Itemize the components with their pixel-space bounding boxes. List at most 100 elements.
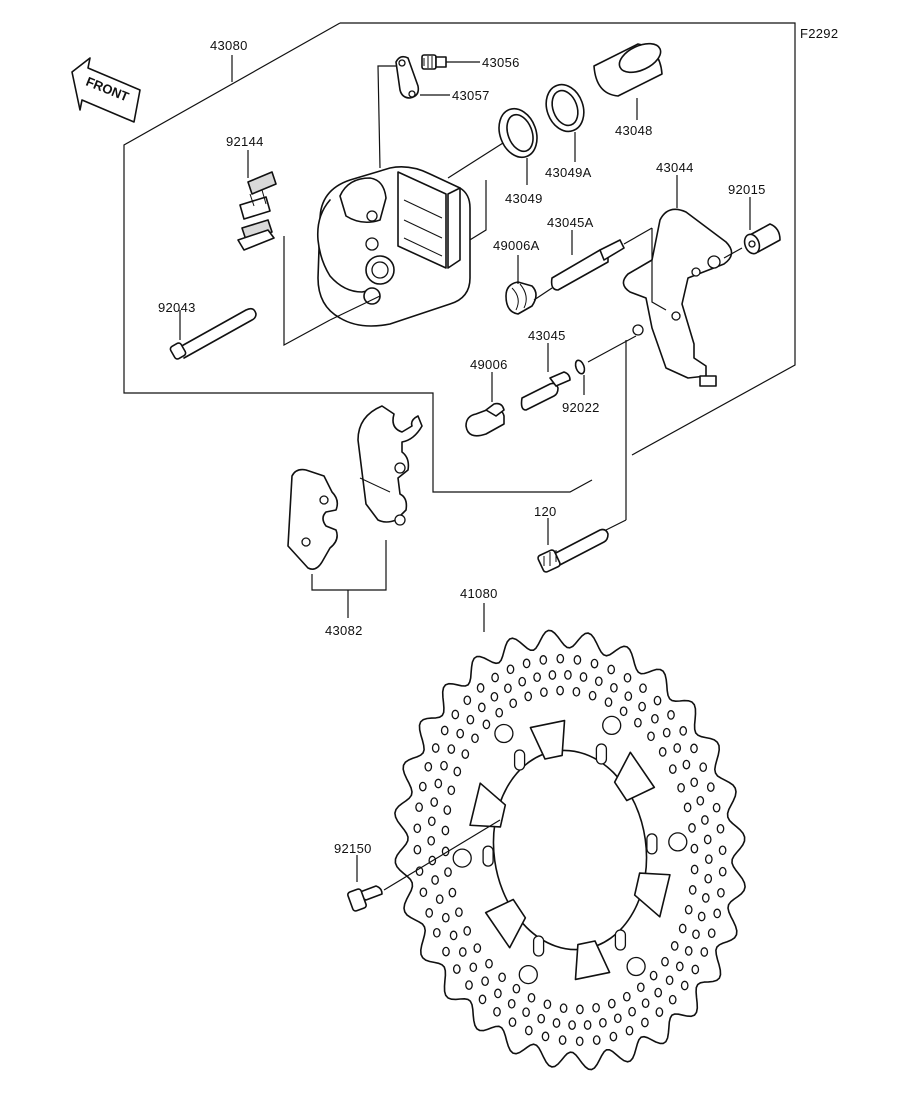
disc-vent-hole xyxy=(655,1007,664,1017)
part-43082 xyxy=(287,405,423,570)
label-92150: 92150 xyxy=(334,841,372,856)
disc-vent-hole xyxy=(634,717,642,728)
label-92144: 92144 xyxy=(226,134,264,149)
disc-vent-hole xyxy=(508,1017,517,1028)
disc-vent-hole xyxy=(434,778,443,789)
label-49006: 49006 xyxy=(470,357,508,372)
disc-vent-hole xyxy=(654,987,663,998)
disc-vent-hole xyxy=(579,672,588,682)
disc-vent-hole xyxy=(419,887,428,898)
label-43044: 43044 xyxy=(656,160,694,175)
disc-vent-hole xyxy=(684,904,693,915)
disc-vent-hole xyxy=(653,695,662,706)
disc-vent-hole xyxy=(524,1025,533,1036)
disc-spoke-window xyxy=(613,751,656,802)
disc-vent-hole xyxy=(453,766,462,777)
disc-vent-hole xyxy=(680,980,689,991)
disc-vent-hole xyxy=(413,844,422,855)
front-arrow-icon: FRONT xyxy=(71,57,141,123)
disc-vent-hole xyxy=(712,802,721,813)
disc-vent-hole xyxy=(564,670,572,680)
disc-slot xyxy=(614,929,627,951)
disc-vent-hole xyxy=(491,672,499,683)
disc-vent-hole xyxy=(688,885,697,895)
disc-vent-hole xyxy=(524,691,533,702)
disc-vent-hole xyxy=(717,887,725,898)
disc-vent-hole xyxy=(622,991,631,1002)
disc-vent-hole xyxy=(713,908,722,919)
disc-vent-hole xyxy=(700,947,709,957)
disc-vent-hole xyxy=(504,683,512,694)
disc-mount-hole xyxy=(518,964,538,985)
disc-vent-hole xyxy=(427,835,436,846)
part-43049a xyxy=(545,83,585,133)
disc-vent-hole xyxy=(718,845,727,856)
disc-vent-hole xyxy=(444,867,452,877)
part-120 xyxy=(537,528,609,573)
label-43056: 43056 xyxy=(482,55,520,70)
disc-vent-hole xyxy=(673,743,682,753)
disc-vent-hole xyxy=(498,972,506,983)
disc-vent-hole xyxy=(455,907,463,918)
disc-vent-hole xyxy=(590,658,599,669)
label-43045a: 43045A xyxy=(547,215,594,230)
disc-vent-hole xyxy=(558,1035,567,1045)
disc-vent-hole xyxy=(543,999,552,1010)
disc-vent-hole xyxy=(594,676,603,687)
disc-vent-hole xyxy=(607,664,616,675)
disc-vent-hole xyxy=(623,672,632,683)
disc-vent-hole xyxy=(482,719,491,730)
disc-vent-hole xyxy=(692,929,700,940)
disc-vent-hole xyxy=(707,928,716,939)
disc-vent-hole xyxy=(592,1035,601,1045)
part-caliper-body xyxy=(316,166,471,327)
disc-vent-hole xyxy=(572,686,581,697)
disc-vent-hole xyxy=(512,983,521,994)
disc-vent-hole xyxy=(427,816,436,827)
part-43048 xyxy=(593,42,663,97)
disc-vent-hole xyxy=(718,866,727,877)
disc-vent-hole xyxy=(641,1017,649,1028)
disc-vent-hole xyxy=(696,795,705,806)
assembly-boundary-43080 xyxy=(340,22,796,456)
disc-spoke-window xyxy=(633,872,671,918)
part-43056 xyxy=(421,54,447,70)
disc-vent-hole xyxy=(667,710,675,720)
disc-vent-hole xyxy=(683,802,692,813)
disc-vent-hole xyxy=(641,998,650,1009)
disc-vent-hole xyxy=(424,761,433,772)
part-43049 xyxy=(498,107,538,159)
disc-vent-hole xyxy=(665,975,674,986)
disc-slot xyxy=(646,833,658,855)
disc-vent-hole xyxy=(658,747,667,757)
disc-vent-hole xyxy=(675,961,684,972)
disc-vent-hole xyxy=(576,1004,584,1015)
part-92144 xyxy=(237,171,277,251)
disc-vent-hole xyxy=(490,691,499,702)
disc-vent-hole xyxy=(690,843,699,854)
disc-vent-hole xyxy=(506,664,515,675)
disc-vent-hole xyxy=(509,698,518,709)
disc-vent-hole xyxy=(556,685,564,696)
disc-vent-hole xyxy=(678,923,687,934)
disc-vent-hole xyxy=(556,653,565,664)
disc-vent-hole xyxy=(704,873,713,884)
disc-vent-hole xyxy=(703,834,712,845)
label-43057: 43057 xyxy=(452,88,490,103)
label-43049: 43049 xyxy=(505,191,543,206)
disc-vent-hole xyxy=(677,782,685,793)
disc-vent-hole xyxy=(425,908,434,918)
disc-vent-hole xyxy=(469,962,478,973)
disc-vent-hole xyxy=(448,887,457,898)
disc-spoke-window xyxy=(529,719,566,760)
disc-vent-hole xyxy=(518,676,527,687)
disc-vent-hole xyxy=(639,683,647,694)
disc-slot xyxy=(513,749,526,771)
disc-vent-hole xyxy=(690,743,698,754)
disc-vent-hole xyxy=(613,1013,622,1024)
disc-vent-hole xyxy=(716,823,725,834)
disc-vent-hole xyxy=(548,670,557,680)
disc-vent-hole xyxy=(413,823,422,834)
disc-vent-hole xyxy=(447,785,456,796)
